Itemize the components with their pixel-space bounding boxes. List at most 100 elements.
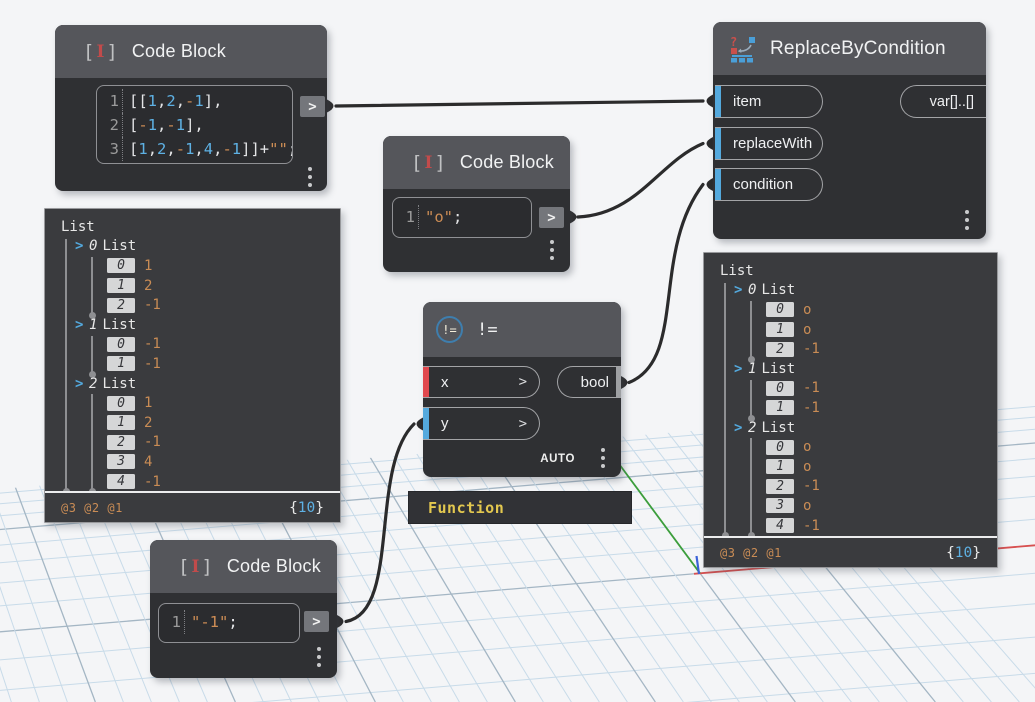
index-badge: 1	[766, 400, 794, 416]
input-port-x[interactable]: x >	[423, 366, 540, 398]
line-number: 1	[171, 613, 181, 631]
port-nub-in-replacewith[interactable]	[706, 137, 714, 150]
port-nub-in-condition[interactable]	[706, 178, 714, 191]
index-badge: 0	[107, 336, 135, 352]
tree-guide-dot	[747, 414, 755, 422]
tree-guide-line	[91, 257, 93, 315]
wire-codeblock3-to-y[interactable]	[344, 422, 416, 624]
watch-item-row: 0-1	[704, 379, 997, 399]
code-line[interactable]: 1"-1";	[167, 610, 291, 634]
code-text: "-1";	[184, 610, 238, 634]
context-menu-icon[interactable]	[601, 448, 605, 468]
code-line[interactable]: 3[1,2,-1,4,-1]]+"";	[105, 137, 292, 161]
node-code-block-2[interactable]: [I] Code Block 1"o"; >	[383, 136, 570, 272]
chevron-down-icon[interactable]: >	[734, 419, 743, 436]
code-text: "o";	[418, 205, 462, 229]
input-port-item[interactable]: item	[715, 85, 823, 118]
output-port-bool[interactable]: bool	[557, 366, 621, 398]
port-nub-out-codeblock1[interactable]	[327, 99, 334, 113]
port-label: bool	[580, 373, 609, 391]
not-equal-icon: !=	[436, 316, 463, 343]
chevron-down-icon[interactable]: >	[75, 238, 84, 255]
wire-notequal-to-condition[interactable]	[627, 182, 705, 385]
item-value: o	[803, 439, 812, 456]
node-replace-by-condition[interactable]: ? ReplaceByCondition item replaceWith co…	[713, 22, 986, 239]
output-port-button[interactable]: >	[539, 207, 564, 228]
port-state-strip	[423, 408, 429, 439]
input-port-condition[interactable]: condition	[715, 168, 823, 201]
context-menu-icon[interactable]	[550, 240, 554, 260]
output-port-var[interactable]: var[]..[]	[900, 85, 986, 118]
lacing-mode[interactable]: AUTO	[540, 453, 575, 465]
code-editor[interactable]: 1[[1,2,-1],2[-1,-1],3[1,2,-1,4,-1]]+"";	[96, 85, 293, 164]
wire-codeblock2-to-replacewith[interactable]	[576, 141, 705, 219]
input-port-replacewith[interactable]: replaceWith	[715, 127, 823, 160]
port-nub-in-item[interactable]	[706, 94, 714, 108]
tree-guide-line	[724, 282, 726, 536]
port-nub-in-y[interactable]	[416, 417, 424, 431]
tree-guide-dot	[62, 488, 70, 491]
watch-item-row: 2-1	[45, 433, 340, 453]
chevron-down-icon[interactable]: >	[734, 360, 743, 377]
output-port-button[interactable]: >	[300, 96, 325, 117]
chevron-down-icon[interactable]: >	[75, 375, 84, 392]
node-not-equal[interactable]: != != x > y > bool AUTO	[423, 302, 621, 477]
node-code-block-3[interactable]: [I] Code Block 1"-1"; >	[150, 540, 337, 678]
port-nub-out-codeblock3[interactable]	[337, 615, 344, 628]
index-badge: 0	[766, 380, 794, 396]
input-port-y[interactable]: y >	[423, 407, 540, 440]
code-editor[interactable]: 1"o";	[392, 197, 532, 238]
node-header[interactable]: != !=	[423, 302, 621, 357]
node-header[interactable]: [I] Code Block	[383, 136, 570, 189]
port-nub-out-bool[interactable]	[621, 376, 628, 389]
code-line[interactable]: 2[-1,-1],	[105, 113, 284, 137]
node-header[interactable]: ? ReplaceByCondition	[713, 22, 986, 75]
svg-text:?: ?	[730, 35, 737, 49]
node-code-block-1[interactable]: [I] Code Block 1[[1,2,-1],2[-1,-1],3[1,2…	[55, 25, 327, 191]
tree-guide-line	[750, 379, 752, 418]
list-depth-buttons[interactable]: @3 @2 @1	[720, 545, 782, 560]
tree-guide-dot	[88, 488, 96, 491]
context-menu-icon[interactable]	[317, 647, 321, 667]
list-depth-buttons[interactable]: @3 @2 @1	[61, 500, 123, 515]
chevron-down-icon[interactable]: >	[75, 316, 84, 333]
code-editor[interactable]: 1"-1";	[158, 603, 300, 643]
index-badge: 1	[107, 278, 135, 294]
node-title: !=	[477, 319, 498, 340]
preview-footer: @3 @2 @1 {10}	[45, 491, 340, 522]
code-line[interactable]: 1[[1,2,-1],	[105, 89, 284, 113]
node-header[interactable]: [I] Code Block	[55, 25, 327, 78]
item-value: -1	[803, 399, 820, 416]
index-badge: 1	[107, 356, 135, 372]
port-nub-out-codeblock2[interactable]	[570, 210, 577, 224]
code-line[interactable]: 1"o";	[401, 205, 523, 229]
output-port-button[interactable]: >	[304, 611, 329, 632]
context-menu-icon[interactable]	[965, 210, 969, 230]
item-value: -1	[144, 297, 161, 314]
item-value: 1	[144, 395, 153, 412]
chevron-down-icon[interactable]: >	[734, 282, 743, 299]
node-header[interactable]: [I] Code Block	[150, 540, 337, 593]
index-badge: 2	[107, 297, 135, 313]
context-menu-icon[interactable]	[308, 167, 312, 187]
index-badge: 2	[107, 434, 135, 450]
port-label: item	[733, 93, 762, 110]
wire-codeblock1-to-item[interactable]	[334, 99, 705, 108]
